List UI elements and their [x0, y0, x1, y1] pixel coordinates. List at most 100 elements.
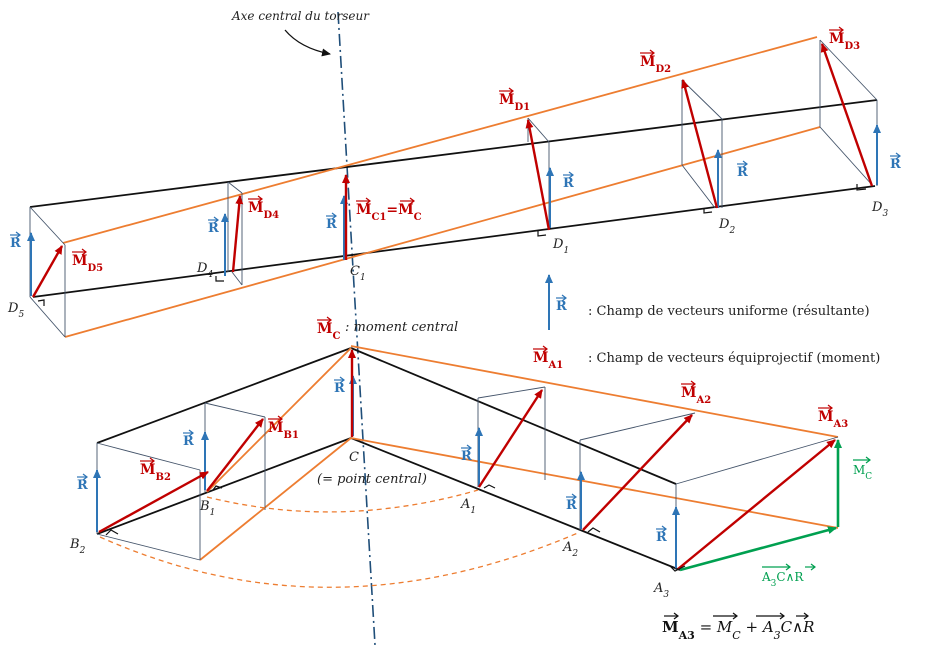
upper-box-lines	[29, 39, 878, 338]
lower-orange-right-bottom	[350, 437, 839, 529]
right-angle-b1	[212, 485, 223, 491]
label-r-a1: R	[461, 449, 472, 464]
formula-a3c-arrow-head	[779, 612, 785, 620]
label-mb2-arrow-head	[149, 457, 155, 465]
label-d3: D3	[871, 200, 888, 219]
label-b2: B2	[69, 537, 86, 556]
label-md4: MD4	[248, 200, 279, 221]
upper-black-bottom	[32, 185, 876, 298]
label-green-mc-arrow-head	[865, 456, 871, 464]
label-r-d1: R	[563, 176, 574, 191]
label-r-d4: R	[208, 221, 219, 236]
lower-black-right-bottom	[350, 437, 681, 571]
upper-orange-bottom	[64, 126, 821, 338]
label-r-a1-arrow-head	[466, 444, 472, 452]
label-r-d3: R	[890, 157, 901, 172]
lower-black-left-top	[96, 347, 352, 444]
label-d1: D1	[552, 237, 569, 256]
formula-r-arrow-head	[803, 612, 809, 620]
right-angle-a1	[483, 484, 496, 489]
label-a3: A3	[653, 581, 669, 600]
label-mc1-eq: MC1=MC	[356, 202, 422, 223]
lower-orange-left-bottom	[199, 437, 352, 561]
label-green-mc: MC	[853, 463, 872, 482]
m-arrow-d3	[820, 43, 874, 187]
m-arrow-d1	[525, 119, 551, 231]
label-r-d3-arrow-head	[895, 152, 901, 160]
label-r-legend: R	[556, 299, 567, 314]
label-r-b2-arrow-head	[82, 473, 88, 481]
green-a3c-r	[679, 526, 837, 572]
right-angle-d4	[215, 276, 224, 282]
axis-caption-arrow	[284, 29, 331, 57]
label-c1: C1	[350, 264, 366, 283]
lower-structure	[93, 345, 842, 588]
label-d2: D2	[718, 217, 735, 236]
lower-black-right-top	[350, 347, 677, 485]
label-md5: MD5	[72, 253, 103, 274]
m-arrow-a3	[677, 439, 836, 570]
lower-orange-right-top	[350, 345, 839, 438]
label-r-b1-arrow-head	[188, 429, 194, 437]
label-r-c: R	[334, 381, 345, 396]
label-md1: MD1	[499, 92, 530, 113]
arc-b1-a1	[206, 489, 479, 513]
label-mc1-arrow-head	[365, 197, 371, 205]
label-ma2: MA2	[681, 385, 711, 406]
label-md5-arrow-head	[81, 248, 87, 256]
label-a3c-arrow-head	[785, 563, 791, 571]
label-r-d2: R	[737, 165, 748, 180]
right-angle-b2	[105, 529, 119, 536]
label-r-a2: R	[566, 498, 577, 513]
right-angle-d1	[537, 230, 547, 237]
label-r-c1: R	[326, 217, 337, 232]
label-r-d5-arrow-head	[15, 231, 21, 239]
label-c: C	[349, 450, 359, 465]
m-arrow-d2	[681, 79, 719, 209]
upper-orange-top	[62, 36, 818, 244]
label-d4: D4	[196, 261, 213, 280]
upper-black-top	[29, 99, 878, 208]
formula-m-arrow-head	[673, 612, 679, 620]
axis-caption: Axe central du torseur	[231, 9, 370, 23]
label-r-a2-arrow-head	[571, 493, 577, 501]
label-mc-top-arrow-head	[326, 316, 332, 324]
label-md4-arrow-head	[257, 195, 263, 203]
right-angle-d3	[856, 184, 867, 191]
m-arrow-b1	[206, 418, 264, 492]
label-a3c-r-arrow-head	[810, 563, 816, 571]
upper-structure	[27, 36, 881, 338]
m-arrow-d4	[231, 195, 244, 273]
lower-orange-left-top	[206, 347, 352, 493]
label-b1: B1	[199, 499, 215, 518]
label-ma3-arrow-head	[827, 404, 833, 412]
lower-black-left-bottom	[96, 437, 352, 535]
label-r-legend-arrow-head	[561, 294, 567, 302]
label-r-d2-arrow-head	[742, 160, 748, 168]
label-r-d4-arrow-head	[213, 216, 219, 224]
label-r-d5: R	[10, 236, 21, 251]
lower-box-lines	[96, 386, 839, 570]
m-arrow-d5	[31, 245, 64, 298]
legend-equiproj-text: : Champ de vecteurs équiprojectif (momen…	[588, 351, 880, 366]
arc-b2-a2	[99, 531, 581, 588]
label-c-note: (= point central)	[317, 472, 427, 487]
label-a3c-r: A3C∧R	[761, 570, 804, 589]
m-arrow-a2	[582, 414, 693, 531]
right-angle-a3	[669, 565, 686, 572]
right-angle-a2	[587, 527, 601, 533]
label-mb1: MB1	[268, 420, 299, 441]
formula: MA3 = MC + A3C∧R	[662, 618, 814, 642]
right-angle-d5	[37, 299, 45, 306]
label-mc-top: MC	[317, 321, 341, 342]
formula-mc-arrow-head	[732, 612, 738, 620]
label-r-a3: R	[656, 530, 667, 545]
label-md1-arrow-head	[508, 87, 514, 95]
label-mc-note: : moment central	[345, 320, 458, 335]
label-r-b1: R	[183, 434, 194, 449]
right-angle-d2	[703, 208, 713, 214]
legend-uniform-text: : Champ de vecteurs uniforme (résultante…	[588, 304, 870, 319]
label-r-b2: R	[77, 478, 88, 493]
central-axis-line	[337, 11, 376, 646]
